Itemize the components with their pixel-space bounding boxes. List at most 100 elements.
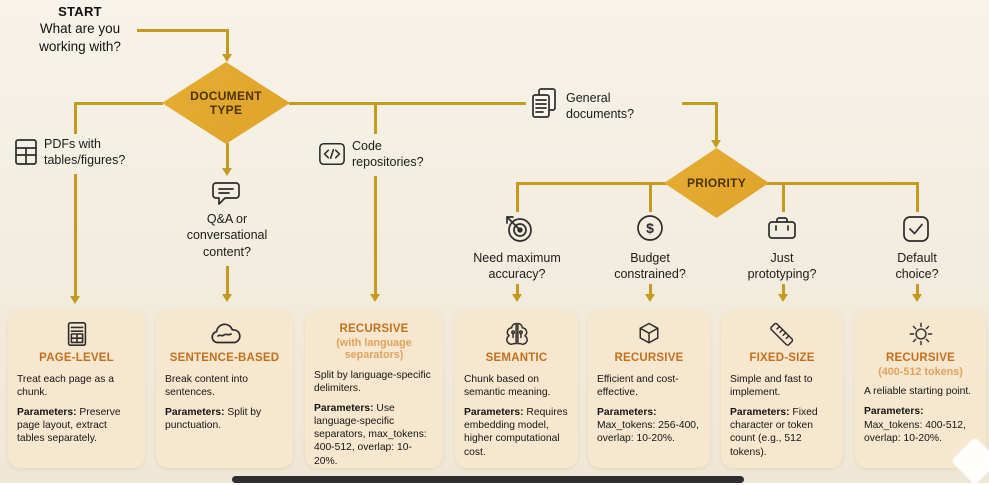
card-description: Chunk based on semantic meaning.: [464, 373, 551, 398]
arrowhead-down: [912, 294, 922, 302]
card-title: FIXED-SIZE: [749, 352, 815, 364]
connector-line: [75, 102, 163, 105]
card-subtitle: (400-512 tokens): [878, 365, 963, 378]
arrowhead-down: [370, 294, 380, 302]
start-question: What are you working with?: [39, 21, 121, 54]
connector-line: [782, 182, 785, 212]
arrowhead-down: [645, 294, 655, 302]
card-title: SENTENCE-BASED: [169, 352, 280, 364]
decision-document-type: DOCUMENT TYPE: [162, 62, 290, 144]
card-fixed-size: FIXED-SIZE Simple and fast to implement.…: [721, 310, 843, 468]
connector-line: [374, 176, 377, 294]
branch-label-qa: Q&A or conversational content?: [186, 212, 268, 259]
arrowhead-down: [512, 294, 522, 302]
parameters-label: Parameters:: [464, 407, 524, 419]
connector-line: [374, 102, 377, 134]
video-progress-bar[interactable]: [232, 476, 744, 483]
card-parameters: Parameters: Max_tokens: 400-512, overlap…: [864, 405, 977, 445]
start-label: START: [58, 4, 102, 19]
decision-label: DOCUMENT TYPE: [190, 88, 262, 117]
branch-label-prototyping: Just prototyping?: [747, 251, 817, 282]
connector-line: [226, 143, 229, 170]
card-parameters: Parameters: Max_tokens: 256-400, overlap…: [597, 406, 701, 446]
card-subtitle: (with language separators): [336, 336, 412, 362]
connector-line: [74, 102, 77, 134]
connector-line: [137, 29, 228, 32]
toolbox-icon: [766, 213, 798, 248]
table-document-icon: [12, 136, 40, 173]
parameters-value: Requires embedding model, higher computa…: [464, 407, 568, 458]
documents-icon: [528, 86, 560, 125]
connector-line: [715, 102, 718, 142]
check-icon: [901, 214, 931, 249]
parameters-value: Use language-specific separators, max_to…: [314, 402, 427, 467]
connector-line: [782, 284, 785, 296]
code-icon: [318, 140, 346, 173]
arrowhead-down: [778, 294, 788, 302]
connector-line: [682, 102, 716, 105]
parameters-label: Parameters:: [17, 407, 77, 419]
card-description: Treat each page as a chunk.: [17, 373, 114, 398]
decision-label: PRIORITY: [686, 175, 747, 190]
dollar-icon: $: [634, 212, 666, 249]
connector-line: [649, 284, 652, 296]
arrowhead-down: [222, 294, 232, 302]
parameters-value: Fixed character or token count (e.g., 51…: [730, 407, 818, 458]
parameters-label: Parameters:: [864, 406, 924, 418]
target-icon: [501, 211, 535, 250]
cube-icon: [597, 319, 701, 349]
connector-line: [226, 29, 229, 57]
connector-line: [516, 284, 519, 296]
chat-icon: [209, 179, 243, 214]
card-title: PAGE-LEVEL: [39, 352, 114, 364]
thought-cloud-icon: [165, 319, 284, 349]
card-page-level: PAGE-LEVEL Treat each page as a chunk. P…: [8, 310, 145, 468]
card-description: Efficient and cost-effective.: [597, 373, 679, 398]
page-document-icon: [17, 319, 136, 349]
card-parameters: Parameters: Split by punctuation.: [165, 406, 284, 432]
connector-line: [649, 182, 652, 212]
card-recursive-language: RECURSIVE (with language separators) Spl…: [305, 310, 443, 468]
card-semantic: SEMANTIC Chunk based on semantic meaning…: [455, 310, 578, 468]
card-title: RECURSIVE: [886, 352, 955, 364]
card-parameters: Parameters: Fixed character or token cou…: [730, 406, 834, 459]
parameters-value: Max_tokens: 256-400, overlap: 10-20%.: [597, 420, 699, 445]
parameters-label: Parameters:: [730, 407, 790, 419]
arrowhead-down: [711, 140, 721, 148]
card-description: Break content into sentences.: [165, 373, 248, 398]
decision-priority: PRIORITY: [664, 148, 769, 218]
card-recursive: RECURSIVE Efficient and cost-effective. …: [588, 310, 710, 468]
connector-line: [516, 182, 519, 212]
branch-label-accuracy: Need maximum accuracy?: [473, 251, 561, 282]
branch-label-general: General documents?: [566, 91, 635, 122]
parameters-label: Parameters:: [165, 407, 225, 419]
arrowhead-down: [222, 54, 232, 62]
branch-label-budget: Budget constrained?: [614, 251, 686, 282]
card-description: Split by language-specific delimiters.: [314, 369, 431, 394]
connector-line: [916, 284, 919, 296]
card-description: Simple and fast to implement.: [730, 373, 813, 398]
connector-line: [226, 266, 229, 294]
brain-circuit-icon: [464, 319, 569, 349]
card-sentence-based: SENTENCE-BASED Break content into senten…: [156, 310, 293, 468]
card-parameters: Parameters: Use language-specific separa…: [314, 402, 434, 468]
parameters-label: Parameters:: [314, 402, 374, 414]
branch-label-pdfs: PDFs with tables/figures?: [44, 137, 126, 168]
branch-label-code: Code repositories?: [352, 139, 424, 170]
card-title: RECURSIVE: [614, 352, 684, 364]
card-parameters: Parameters: Preserve page layout, extrac…: [17, 406, 136, 446]
parameters-value: Max_tokens: 400-512, overlap: 10-20%.: [864, 419, 966, 444]
gear-sync-icon: [864, 319, 977, 349]
svg-text:$: $: [646, 220, 654, 236]
connector-line: [74, 174, 77, 298]
parameters-value: Split by punctuation.: [165, 407, 262, 432]
parameters-label: Parameters:: [597, 407, 657, 419]
card-title: RECURSIVE: [339, 323, 409, 335]
card-recursive-default: RECURSIVE (400-512 tokens) A reliable st…: [855, 310, 986, 468]
start-block: START What are you working with?: [18, 4, 142, 55]
card-parameters: Parameters: Requires embedding model, hi…: [464, 406, 569, 459]
connector-line: [916, 182, 919, 212]
card-title: SEMANTIC: [485, 352, 548, 364]
arrowhead-down: [222, 168, 232, 176]
